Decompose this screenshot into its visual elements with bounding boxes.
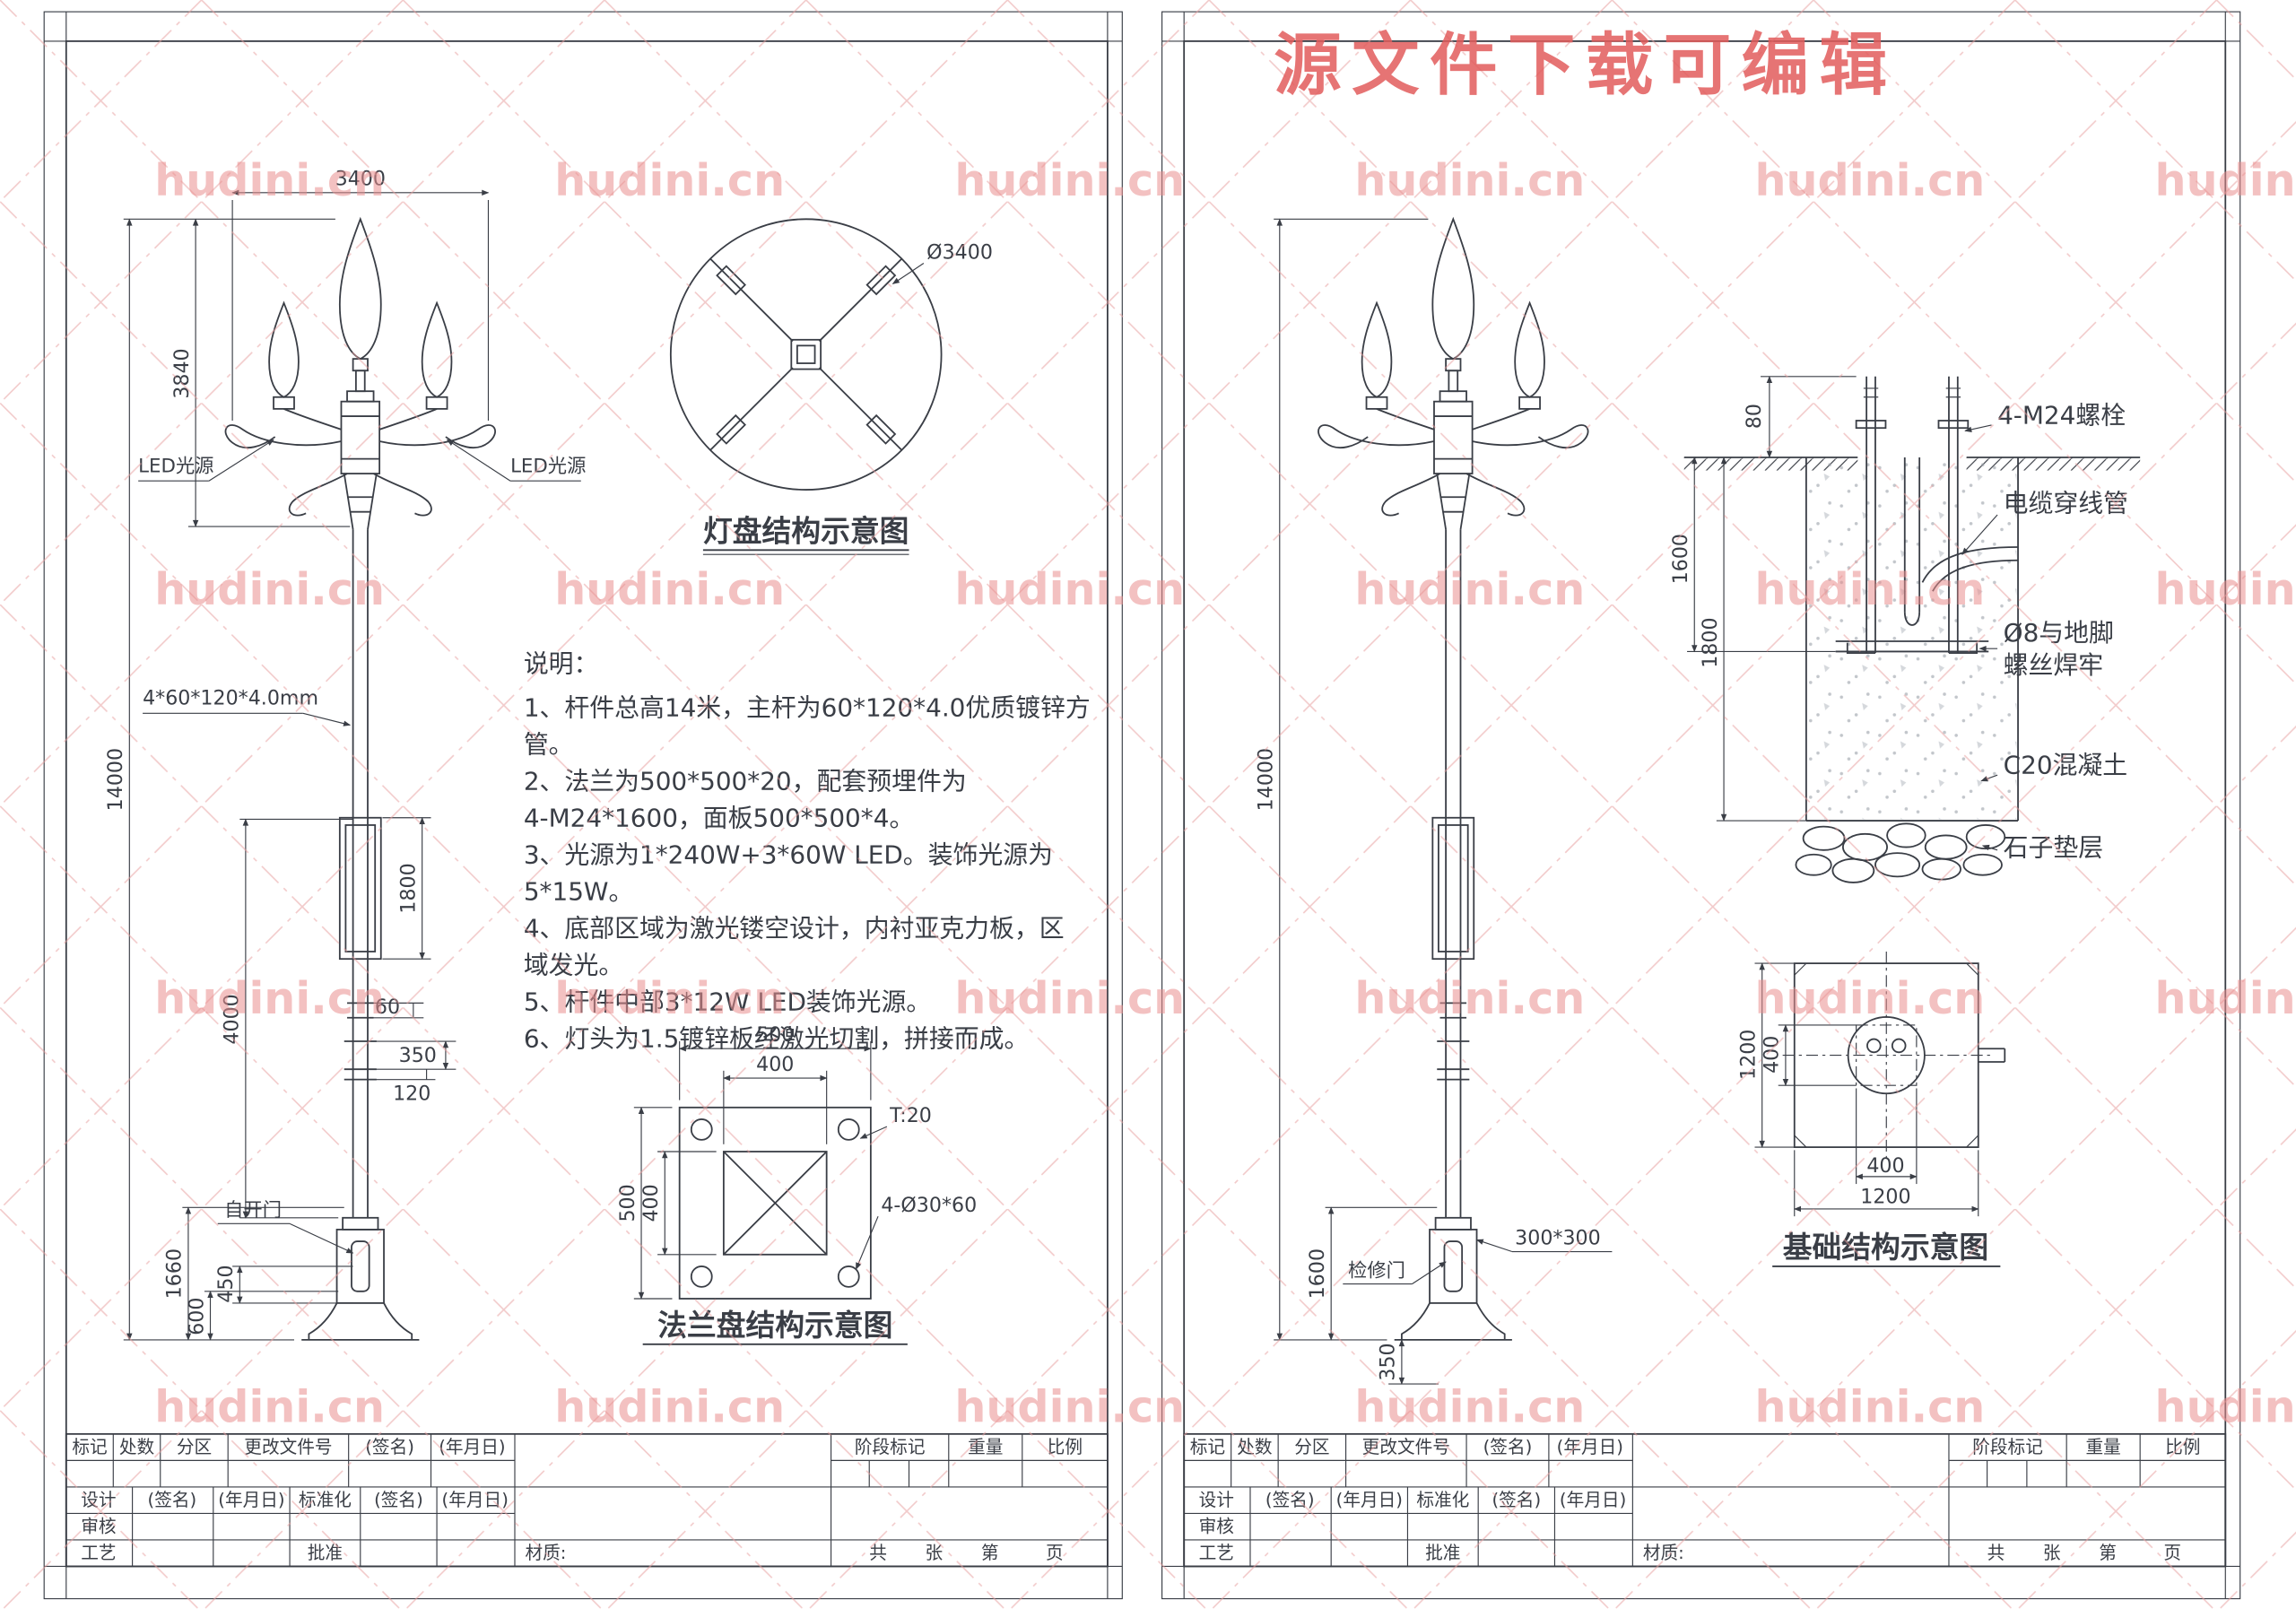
watermark-text: hudini.cn: [554, 563, 785, 615]
watermark-text: hudini.cn: [1354, 972, 1585, 1024]
watermark-text: hudini.cn: [154, 1381, 385, 1433]
watermark-text: hudini.cn: [554, 972, 785, 1024]
watermark-text: hudini.cn: [954, 154, 1185, 206]
watermark-text: hudini.cn: [1354, 563, 1585, 615]
watermark-text: hudini.cn: [554, 1381, 785, 1433]
watermark-text: hudini.cn: [154, 972, 385, 1024]
watermark-text: hudini.cn: [2155, 154, 2296, 206]
watermark-text: hudini.cn: [154, 154, 385, 206]
watermark-text: hudini.cn: [954, 972, 1185, 1024]
watermark-text: hudini.cn: [1754, 154, 1985, 206]
watermark-text: hudini.cn: [2155, 563, 2296, 615]
watermark-text: hudini.cn: [1754, 563, 1985, 615]
watermark-layer: hudini.cn hudini.cn hudini.cn hudini.cn hudi…: [154, 154, 2296, 1433]
watermark-text: hudini.cn: [154, 563, 385, 615]
watermark-text: hudini.cn: [554, 154, 785, 206]
watermark-text: hudini.cn: [1754, 972, 1985, 1024]
watermark-text: hudini.cn: [1354, 1381, 1585, 1433]
watermark-text: hudini.cn: [2155, 1381, 2296, 1433]
watermark-text: hudini.cn: [2155, 972, 2296, 1024]
watermark-banner: 源文件下载可编辑: [1274, 25, 1897, 104]
watermark-text: hudini.cn: [954, 1381, 1185, 1433]
watermark-text: hudini.cn: [1754, 1381, 1985, 1433]
watermark-text: hudini.cn: [954, 563, 1185, 615]
watermark-text: hudini.cn: [1354, 154, 1585, 206]
